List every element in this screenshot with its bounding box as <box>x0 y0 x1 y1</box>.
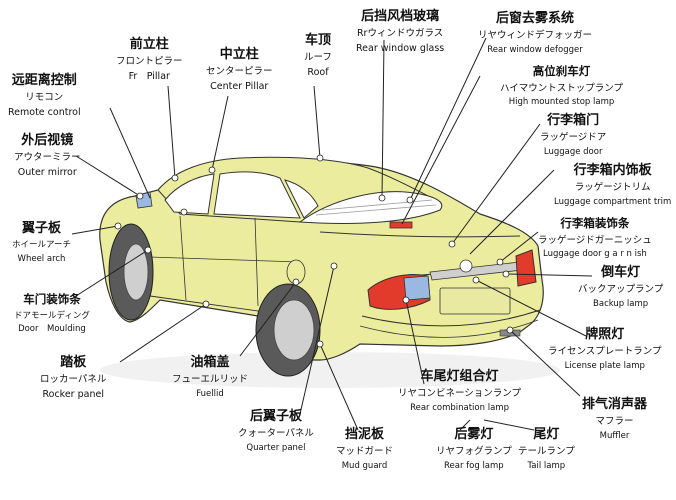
high-stop-lamp <box>389 221 413 229</box>
marker-dots <box>114 154 514 348</box>
label-outer-mirror: 外后视镜 アウターミラー Outer mirror <box>14 133 81 178</box>
label-rear-fog-lamp: 后雾灯 リヤフォグランプ Rear fog lamp <box>436 427 512 471</box>
defogger-line <box>315 204 437 216</box>
rear-wheel <box>255 283 321 377</box>
rear-side-window <box>213 171 301 219</box>
label-center-pillar: 中立柱 センターピラー Center Pillar <box>206 47 273 92</box>
label-wheel-arch: 翼子板 ホイールアーチ Wheel arch <box>12 221 71 264</box>
label-mud-guard: 挡泥板 マッドガード Mud guard <box>336 427 394 471</box>
label-rear-window-defogger: 后窗去雾系统 リヤウィンドデフォッガー Rear window defogger <box>478 11 593 55</box>
front-side-window <box>164 173 215 215</box>
label-fuel-lid: 油箱盖 フューエルリッド Fuellid <box>172 355 249 399</box>
trunk-lid <box>319 231 521 238</box>
right-rear-combination-lamp <box>515 249 537 287</box>
label-quarter-panel: 后翼子板 クォーターパネル Quarter panel <box>238 409 314 453</box>
label-roof: 车顶 ルーフ Roof <box>304 33 332 78</box>
label-front-pillar: 前立柱 フロントピラー Fr Pillar <box>116 37 183 82</box>
rear-bumper <box>361 309 541 327</box>
door-seam <box>254 217 259 307</box>
leader-lines <box>71 37 593 431</box>
label-rear-combination-lamp: 车尾灯组合灯 リヤコンビネーションランプ Rear combination la… <box>398 369 522 413</box>
label-muffler: 排气消声器 マフラー Muffler <box>582 397 648 441</box>
quarter-window <box>284 179 319 219</box>
label-license-plate-lamp: 牌照灯 ライセンスプレートランプ License plate lamp <box>548 327 662 371</box>
label-remote-control: 远距离控制 リモコン Remote control <box>8 73 81 118</box>
ground-shadow <box>100 352 560 388</box>
front-wheel <box>108 223 154 321</box>
label-door-moulding: 车门装饰条 ドアモールディング Door Moulding <box>14 292 90 334</box>
label-luggage-door: 行李箱门 ラッゲージドア Luggage door <box>540 113 607 157</box>
label-rocker-panel: 踏板 ロッカーパネル Rocker panel <box>40 355 107 400</box>
left-backup-lamp <box>403 275 431 301</box>
label-luggage-door-garnish: 行李箱装饰条 ラッゲージドガーニッシュ Luggage door g a r n… <box>538 216 652 259</box>
label-rear-window-glass: 后挡风档玻璃 Rrウィンドウガラス Rear window glass <box>356 9 445 54</box>
emblem <box>459 259 473 273</box>
bumper-lower-line <box>359 319 539 338</box>
label-backup-lamp: 倒车灯 バックアップランプ Backup lamp <box>578 265 664 309</box>
label-high-mounted-stop-lamp: 高位刹车灯 ハイマウントストップランプ High mounted stop la… <box>500 64 624 107</box>
label-luggage-compartment-trim: 行李箱内饰板 ラッゲージトリム Luggage compartment trim <box>554 163 672 207</box>
license-plate-recess <box>439 287 511 315</box>
label-tail-lamp: 尾灯 テールランプ Tail lamp <box>518 427 575 471</box>
